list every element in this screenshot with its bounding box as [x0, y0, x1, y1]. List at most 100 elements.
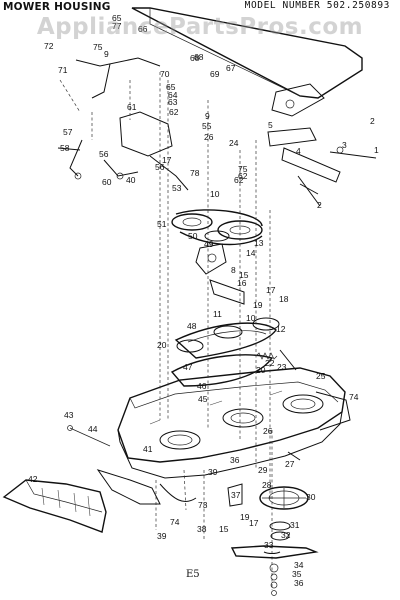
part-callout: 2: [317, 200, 322, 210]
hanger-brackets: [267, 127, 377, 207]
part-callout: 71: [58, 65, 68, 75]
part-callout: 47: [183, 362, 193, 372]
part-callout: 26: [263, 426, 273, 436]
diagram-title: MOWER HOUSING: [3, 1, 111, 13]
part-callout: 70: [160, 69, 170, 79]
part-callout: 48: [187, 321, 197, 331]
part-callout: 15: [239, 270, 249, 280]
part-callout: 51: [157, 219, 167, 229]
part-callout: 5: [268, 120, 273, 130]
part-callout: 58: [60, 143, 70, 153]
part-callout: 12: [276, 324, 286, 334]
part-callout: 66: [138, 24, 148, 34]
part-callout: 36: [294, 578, 304, 588]
part-callout: 75: [238, 164, 248, 174]
part-callout: 4: [296, 146, 301, 156]
model-number: MODEL NUMBER 502.250893: [244, 0, 390, 11]
blade-spindle-assembly: [230, 486, 319, 596]
part-callout: 74: [349, 392, 359, 402]
part-callout: 38: [197, 524, 207, 534]
part-callout: 62: [234, 175, 244, 185]
part-callout: 10: [210, 189, 220, 199]
hardware-spring: [255, 349, 297, 371]
part-callout: 3: [342, 140, 347, 150]
blade-drive-belt: [170, 317, 280, 387]
idler-bracket: [195, 243, 245, 305]
part-callout: 56: [155, 162, 165, 172]
part-callout: 33: [264, 540, 274, 550]
part-callout: 26: [204, 132, 214, 142]
part-callout: 49: [204, 239, 214, 249]
part-callout: 1: [374, 145, 379, 155]
part-callout: 13: [254, 238, 264, 248]
part-callout: 17: [266, 285, 276, 295]
part-callout: 69: [210, 69, 220, 79]
part-callout: 32: [281, 530, 291, 540]
part-callout: 75: [93, 42, 103, 52]
part-callout: 57: [63, 127, 73, 137]
discharge-chute: [2, 469, 161, 533]
part-callout: 50: [188, 231, 198, 241]
part-callout: 42: [28, 474, 38, 484]
part-callout: 29: [258, 465, 268, 475]
part-callout: 62: [169, 107, 179, 117]
part-callout: 41: [143, 444, 153, 454]
main-drive-belt: [171, 209, 263, 246]
part-callout: 16: [237, 278, 247, 288]
part-callout: 22: [265, 358, 275, 368]
deck-hardware: [67, 391, 351, 507]
part-callout: 27: [285, 459, 295, 469]
part-callout: 10: [246, 313, 256, 323]
part-callout: 30: [306, 492, 316, 502]
tractor-frame: [131, 7, 363, 117]
mower-deck-housing: [117, 367, 346, 479]
part-callout: 19: [240, 512, 250, 522]
part-callout: 61: [127, 102, 137, 112]
part-callout: 19: [253, 300, 263, 310]
part-callout: 9: [104, 49, 109, 59]
part-callout: 20: [157, 340, 167, 350]
part-callout: 43: [64, 410, 74, 420]
page-number: E5: [186, 569, 200, 580]
part-callout: 2: [370, 116, 375, 126]
part-callout: 14: [246, 248, 256, 258]
part-callout: 72: [44, 41, 54, 51]
lift-linkage: [57, 57, 189, 191]
part-callout: 34: [294, 560, 304, 570]
part-callout: 25: [316, 371, 326, 381]
part-callout: 53: [172, 183, 182, 193]
part-callout: 37: [231, 490, 241, 500]
part-callout: 11: [213, 309, 222, 319]
part-callout: 9: [205, 111, 210, 121]
part-callout: 18: [279, 294, 289, 304]
part-callout: 68: [194, 52, 204, 62]
part-callout: 28: [262, 480, 272, 490]
part-callout: 65: [112, 13, 122, 23]
dashed-assembly-lines: [59, 72, 273, 590]
part-callout: 39: [208, 467, 218, 477]
part-callout: 17: [162, 155, 172, 165]
part-callout: 45: [198, 394, 208, 404]
part-callout: 78: [190, 168, 200, 178]
part-callout: 8: [231, 265, 236, 275]
part-callout: 35: [292, 569, 302, 579]
part-callout: 44: [88, 424, 98, 434]
part-callout: 65: [166, 82, 176, 92]
part-callout: 60: [102, 177, 112, 187]
part-callout: 56: [99, 149, 109, 159]
part-callout: 23: [277, 362, 287, 372]
part-callout: 39: [157, 531, 167, 541]
part-callout: 74: [170, 517, 180, 527]
part-callout: 73: [198, 500, 208, 510]
part-callout: 67: [226, 63, 236, 73]
part-callout: 77: [112, 21, 122, 31]
part-callout: 31: [290, 520, 300, 530]
part-callout: 62: [238, 171, 248, 181]
part-callout: 24: [229, 138, 239, 148]
part-callout: 46: [197, 381, 207, 391]
part-callout: 64: [168, 90, 178, 100]
part-callout: 40: [126, 175, 136, 185]
